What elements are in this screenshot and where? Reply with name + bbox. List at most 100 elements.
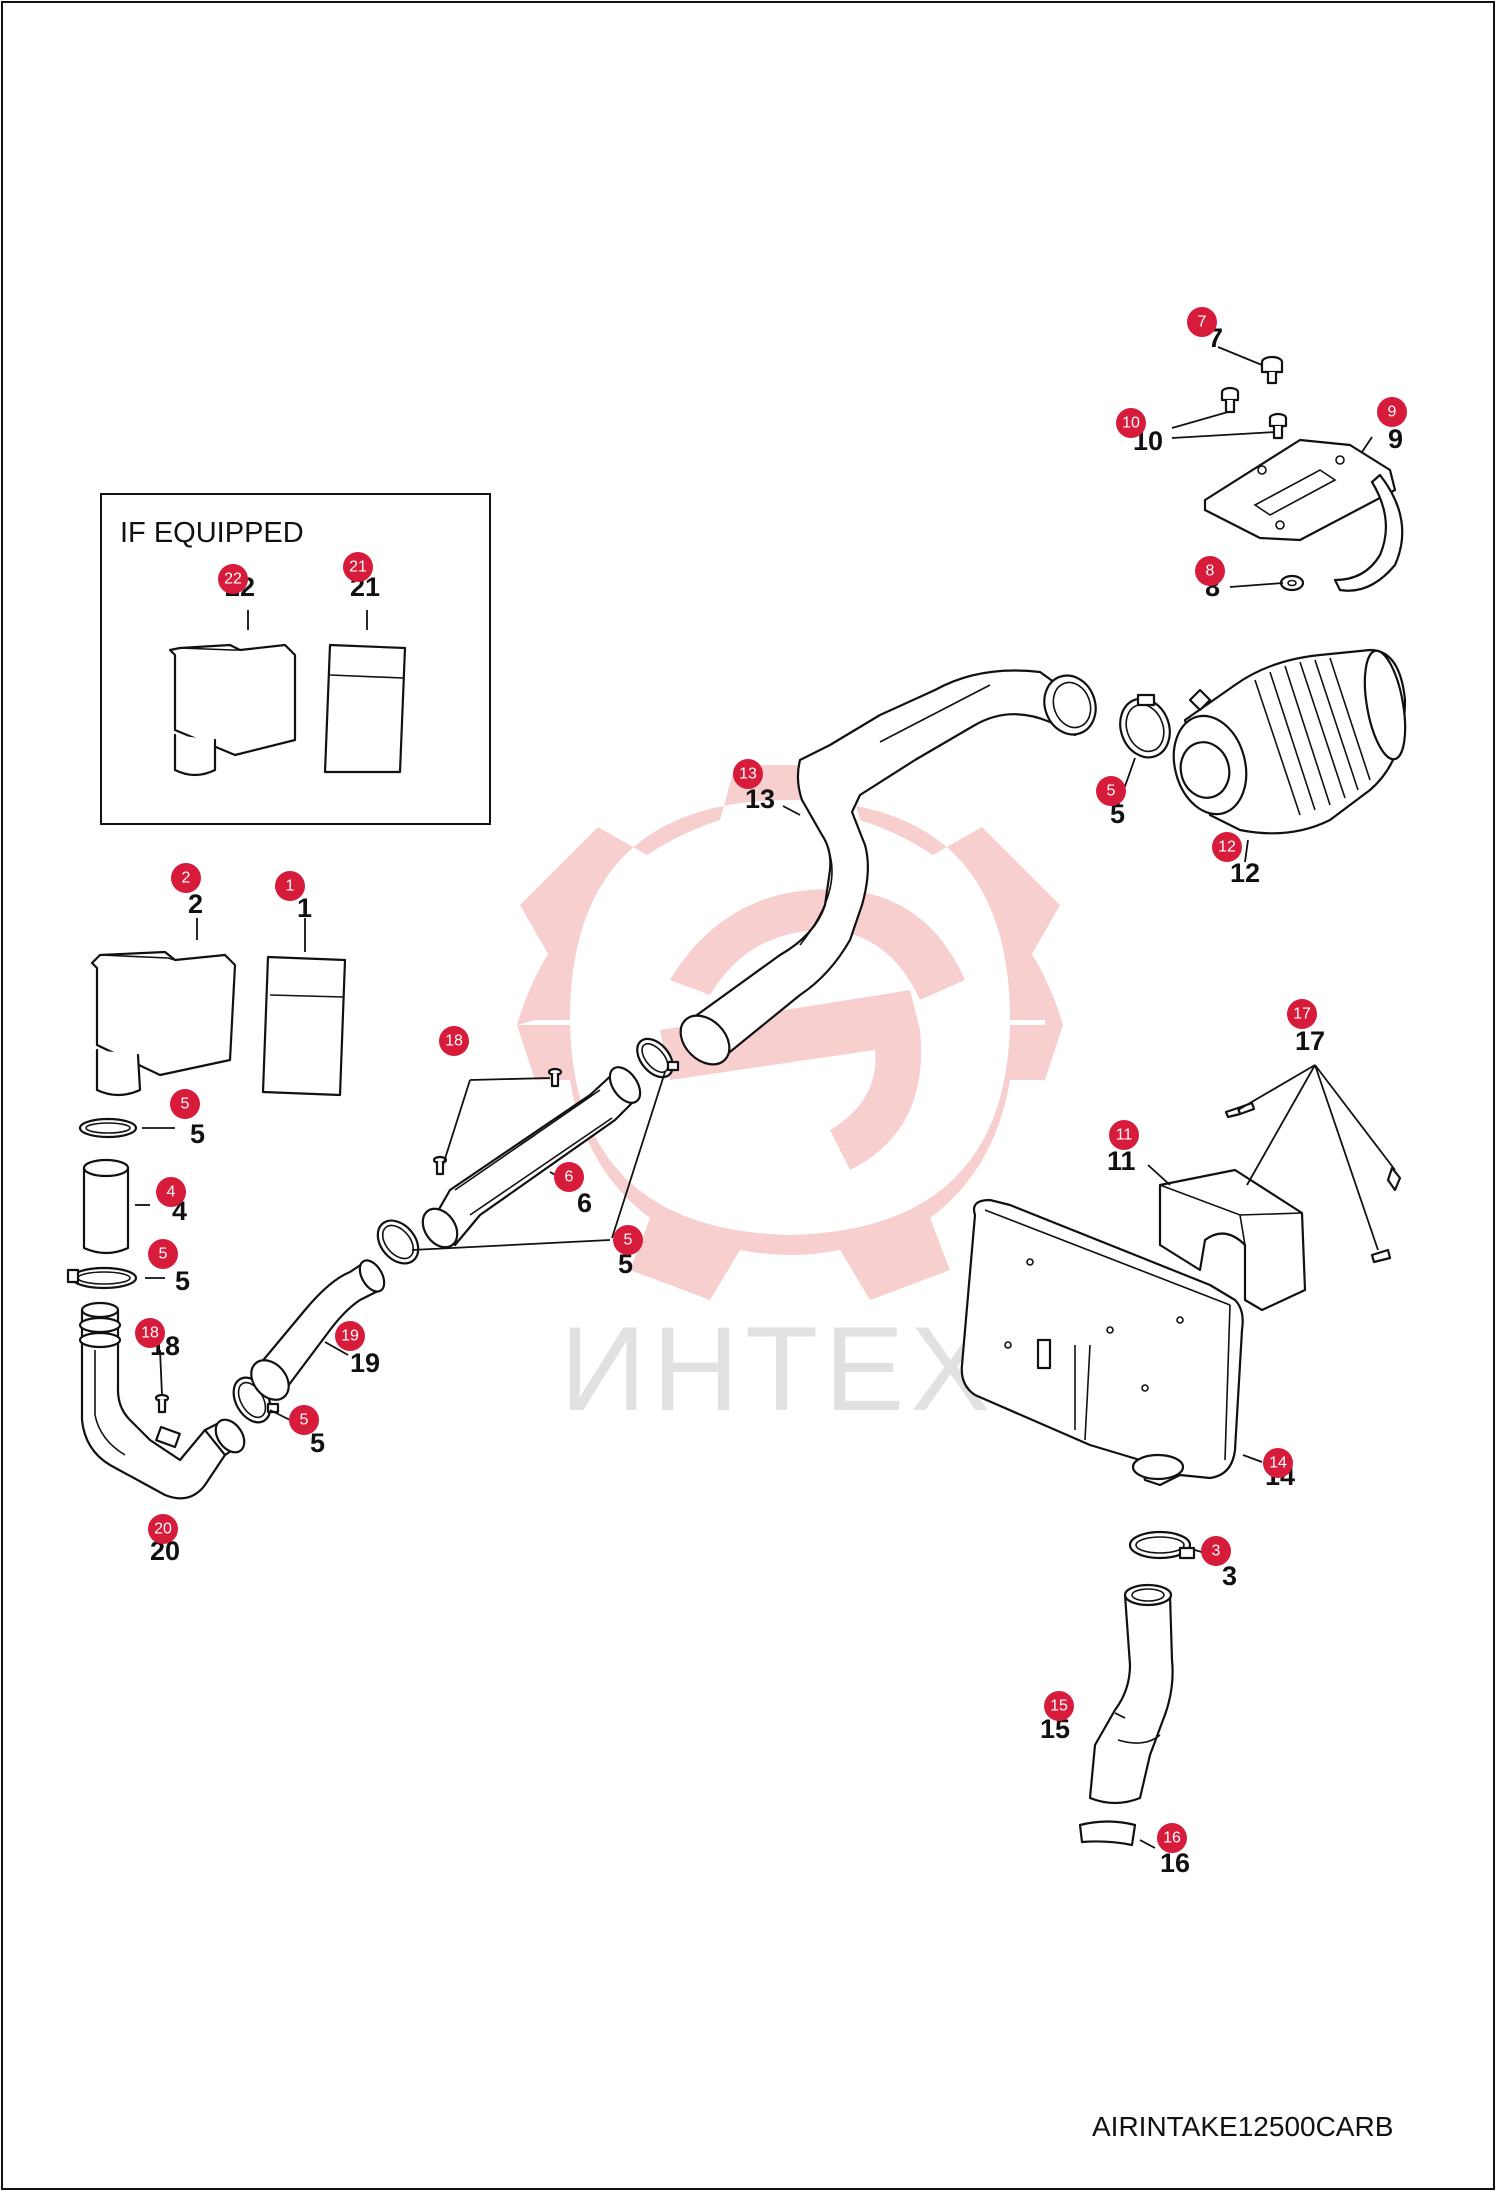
callout-5b[interactable]: 5 <box>170 1089 200 1119</box>
part-12-air-cleaner <box>1172 648 1407 835</box>
part-18-screw-b <box>154 1393 170 1414</box>
part-7-bolt <box>1260 355 1284 385</box>
callout-7[interactable]: 7 <box>1187 307 1217 337</box>
part-number-19: 19 <box>350 1348 380 1378</box>
part-number-2: 2 <box>188 889 203 919</box>
part-5-clamp-a <box>78 1117 138 1139</box>
part-number-5e: 5 <box>310 1428 325 1458</box>
leader-lines <box>135 346 1396 1849</box>
callout-6[interactable]: 6 <box>554 1162 584 1192</box>
part-20-elbow <box>78 1301 246 1500</box>
svg-text:14: 14 <box>1269 1455 1287 1472</box>
callout-5e[interactable]: 5 <box>289 1405 319 1435</box>
part-15-hose <box>1088 1583 1174 1805</box>
callout-3[interactable]: 3 <box>1201 1536 1231 1566</box>
callout-18b[interactable]: 18 <box>135 1318 165 1348</box>
part-5-clamp-d <box>636 1037 680 1079</box>
svg-text:18: 18 <box>445 1033 463 1050</box>
part-13-duct <box>679 669 1097 1066</box>
watermark-text: ИНТЕХ <box>560 1302 996 1436</box>
part-number-13: 13 <box>745 784 775 814</box>
part-9-bracket <box>1203 438 1404 592</box>
callout-4[interactable]: 4 <box>156 1177 186 1207</box>
svg-text:17: 17 <box>1293 1006 1311 1023</box>
svg-text:5: 5 <box>1107 783 1116 800</box>
part-22-cover <box>168 643 297 757</box>
callout-16[interactable]: 16 <box>1157 1823 1187 1853</box>
part-number-5c: 5 <box>618 1249 633 1279</box>
svg-text:3: 3 <box>1212 1543 1221 1560</box>
part-4-tube <box>82 1158 130 1255</box>
callout-5d[interactable]: 5 <box>148 1239 178 1269</box>
svg-text:8: 8 <box>1206 563 1215 580</box>
svg-text:5: 5 <box>624 1232 633 1249</box>
svg-text:11: 11 <box>1116 1127 1133 1144</box>
svg-text:21: 21 <box>349 559 367 576</box>
part-number-17: 17 <box>1295 1026 1325 1056</box>
part-number-3: 3 <box>1222 1561 1237 1591</box>
part-number-16: 16 <box>1160 1848 1190 1878</box>
part-11-foam <box>1158 1168 1307 1312</box>
svg-text:22: 22 <box>224 571 242 588</box>
callout-9[interactable]: 9 <box>1377 397 1407 427</box>
callout-12[interactable]: 12 <box>1212 832 1242 862</box>
callout-8[interactable]: 8 <box>1195 556 1225 586</box>
callout-5c[interactable]: 5 <box>613 1225 643 1255</box>
svg-text:1: 1 <box>286 878 295 895</box>
svg-text:15: 15 <box>1050 1698 1068 1715</box>
svg-text:4: 4 <box>167 1184 176 1201</box>
callout-10[interactable]: 10 <box>1116 408 1146 438</box>
part-number-1: 1 <box>297 893 312 923</box>
part-10-bolts <box>1220 386 1288 440</box>
part-number-labels: 7 10 9 8 22 21 13 5 12 2 1 17 5 11 4 6 5… <box>150 323 1403 1878</box>
part-number-11: 11 <box>1107 1146 1136 1176</box>
part-14-airbox <box>960 1198 1244 1487</box>
callout-2[interactable]: 2 <box>171 863 201 893</box>
callout-bubbles[interactable]: 7 10 9 8 22 21 13 5 12 2 1 18 17 5 11 4 … <box>135 307 1407 1853</box>
callout-11[interactable]: 11 <box>1109 1120 1139 1150</box>
callout-14[interactable]: 14 <box>1263 1448 1293 1478</box>
part-18-screw-a <box>432 1067 563 1176</box>
part-5-clamp-b <box>66 1266 138 1290</box>
callout-18a[interactable]: 18 <box>439 1026 469 1056</box>
part-8-nut <box>1279 574 1305 592</box>
svg-text:5: 5 <box>159 1246 168 1263</box>
callout-13[interactable]: 13 <box>733 759 763 789</box>
part-number-5d: 5 <box>175 1266 190 1296</box>
svg-text:6: 6 <box>565 1169 574 1186</box>
diagram-code: AIRINTAKE12500CARB <box>1092 2111 1393 2142</box>
part-6-resonator <box>421 1066 642 1249</box>
svg-text:16: 16 <box>1163 1830 1181 1847</box>
callout-15[interactable]: 15 <box>1044 1691 1074 1721</box>
part-5-clamp-c <box>376 1219 420 1265</box>
svg-text:7: 7 <box>1198 314 1207 331</box>
svg-text:10: 10 <box>1122 415 1140 432</box>
part-5-clamp-a2 <box>1119 693 1171 759</box>
part-number-9: 9 <box>1388 424 1403 454</box>
svg-text:9: 9 <box>1388 404 1397 421</box>
part-number-5b: 5 <box>190 1119 205 1149</box>
svg-text:20: 20 <box>154 1521 172 1538</box>
inset-if-equipped: IF EQUIPPED <box>100 493 491 825</box>
part-number-6: 6 <box>577 1188 592 1218</box>
inset-title: IF EQUIPPED <box>120 517 304 549</box>
svg-text:5: 5 <box>181 1096 190 1113</box>
callout-20[interactable]: 20 <box>148 1514 178 1544</box>
callout-19[interactable]: 19 <box>335 1321 365 1351</box>
svg-text:19: 19 <box>341 1328 359 1345</box>
svg-text:5: 5 <box>300 1412 309 1429</box>
callout-1[interactable]: 1 <box>275 871 305 901</box>
watermark: ИНТЕХ <box>517 765 1063 1436</box>
part-number-5a: 5 <box>1110 799 1125 829</box>
svg-text:12: 12 <box>1218 839 1236 856</box>
callout-17[interactable]: 17 <box>1287 999 1317 1029</box>
part-16-plug <box>1078 1820 1137 1847</box>
callout-5a[interactable]: 5 <box>1096 776 1126 806</box>
callout-21[interactable]: 21 <box>343 552 373 582</box>
svg-text:2: 2 <box>182 870 191 887</box>
callout-22[interactable]: 22 <box>218 564 248 594</box>
part-21-label <box>323 643 407 774</box>
